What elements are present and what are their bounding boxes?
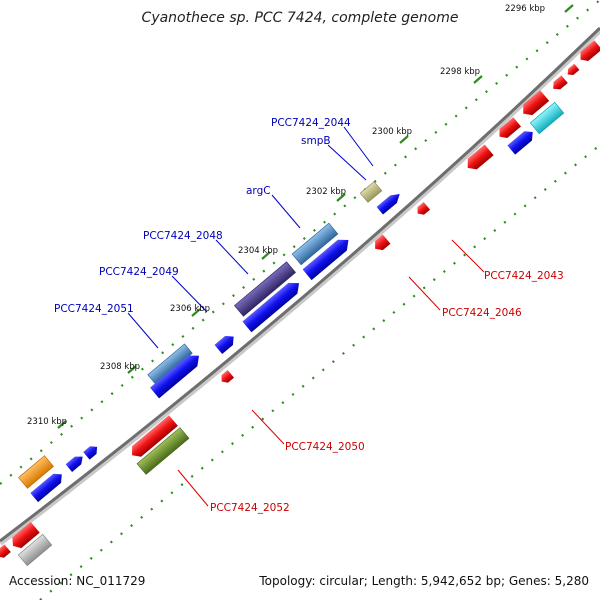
gene-label-PCC7424_2050[interactable]: PCC7424_2050: [285, 441, 365, 453]
gene-PCC7424_2046-cds[interactable]: [371, 234, 391, 254]
gene-PCC7424_2050-cds[interactable]: [218, 369, 235, 385]
gene-PCC7424_2048-cds[interactable]: [242, 278, 303, 333]
gene-argC-feature[interactable]: [291, 222, 339, 266]
tick-label-2304: 2304 kbp: [238, 246, 278, 256]
tick-label-2302: 2302 kbp: [306, 187, 346, 197]
gene-label-argC[interactable]: argC: [246, 185, 271, 197]
gray-feature[interactable]: [17, 533, 53, 567]
gene-PCC7424_2051-cds[interactable]: [150, 350, 203, 399]
outer-dotted-track: [0, 0, 600, 485]
forward-cds-lower-left[interactable]: [30, 470, 65, 503]
tick-marks: [57, 4, 574, 429]
map-title: Cyanothece sp. PCC 7424, complete genome: [141, 10, 459, 26]
tick-label-2298: 2298 kbp: [440, 67, 480, 77]
forward-gene-labels: PCC7424_2044 smpB argC PCC7424_2048 PCC7…: [54, 117, 351, 315]
reverse-cds-upper-a[interactable]: [463, 144, 494, 173]
gene-label-PCC7424_2046[interactable]: PCC7424_2046: [442, 307, 522, 319]
gene-PCC7424_2043-cds[interactable]: [414, 201, 431, 217]
orange-feature[interactable]: [18, 455, 54, 489]
reverse-cds-upper-c[interactable]: [519, 90, 550, 119]
accession-text: Accession: NC_011729: [9, 574, 146, 588]
forward-cds-upper-right[interactable]: [507, 127, 536, 155]
gene-label-PCC7424_2043[interactable]: PCC7424_2043: [484, 270, 564, 282]
tick-label-2300: 2300 kbp: [372, 127, 412, 137]
reverse-cds-upper-e[interactable]: [565, 63, 580, 78]
gene-label-smpB[interactable]: smpB: [301, 135, 331, 147]
topology-summary-text: Topology: circular; Length: 5,942,652 bp…: [259, 574, 589, 588]
gene-PCC7424_2049-cds[interactable]: [214, 332, 237, 355]
gene-label-PCC7424_2044[interactable]: PCC7424_2044: [271, 117, 351, 129]
reverse-cds-upper-d[interactable]: [550, 75, 568, 92]
reverse-cds-upper-f[interactable]: [577, 40, 600, 64]
gene-argC-cds[interactable]: [302, 235, 353, 281]
gene-label-PCC7424_2049[interactable]: PCC7424_2049: [99, 266, 179, 278]
gene-label-PCC7424_2052[interactable]: PCC7424_2052: [210, 502, 290, 514]
forward-strand-features: [18, 127, 536, 503]
gene-smpB-feature[interactable]: [359, 181, 383, 203]
inner-dotted-track: [39, 144, 600, 600]
reverse-strand-features: [0, 40, 600, 567]
genome-backbone: [0, 26, 600, 546]
gene-PCC7424_2048-feature[interactable]: [234, 261, 296, 317]
gene-PCC7424_2052-cds[interactable]: [128, 415, 178, 460]
forward-small-cds-b[interactable]: [65, 453, 86, 472]
gene-smpB-cds[interactable]: [376, 190, 403, 215]
reverse-cds-lower-left-b[interactable]: [0, 544, 11, 560]
cyan-feature[interactable]: [529, 101, 565, 135]
forward-label-leaders: [127, 126, 374, 349]
tick-label-2308: 2308 kbp: [100, 362, 140, 372]
tick-label-2310: 2310 kbp: [27, 417, 67, 427]
gene-label-PCC7424_2051[interactable]: PCC7424_2051: [54, 303, 134, 315]
gene-PCC7424_2052-feature[interactable]: [136, 427, 190, 475]
forward-small-cds-a[interactable]: [83, 443, 100, 460]
tick-label-2296: 2296 kbp: [505, 4, 545, 14]
tick-label-2306: 2306 kbp: [170, 304, 210, 314]
reverse-label-leaders: [177, 239, 485, 507]
gene-label-PCC7424_2048[interactable]: PCC7424_2048: [143, 230, 223, 242]
reverse-cds-upper-b[interactable]: [496, 117, 521, 141]
reverse-gene-labels: PCC7424_2043 PCC7424_2046 PCC7424_2050 P…: [210, 270, 564, 514]
tick-labels: 2296 kbp 2298 kbp 2300 kbp 2302 kbp 2304…: [27, 4, 545, 427]
reverse-cds-lower-left-a[interactable]: [8, 521, 40, 551]
